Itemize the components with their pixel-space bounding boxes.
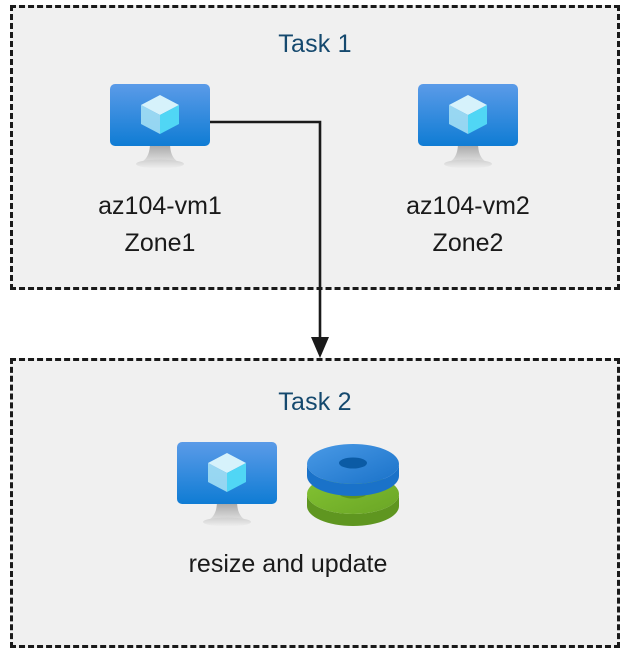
- vm2-label-block: az104-vm2 Zone2: [348, 188, 588, 262]
- node-az104-vm2: az104-vm2 Zone2: [348, 80, 588, 262]
- vm1-name: az104-vm1: [98, 192, 222, 220]
- task-2-title: Task 2: [278, 388, 352, 416]
- virtual-machine-icon: [110, 84, 210, 169]
- task-1-title: Task 1: [278, 30, 352, 58]
- vm2-name: az104-vm2: [406, 192, 530, 220]
- down-arrow-icon: [311, 337, 329, 358]
- vm2-icon-row: [348, 80, 588, 172]
- node-az104-vm1: az104-vm1 Zone1: [40, 80, 280, 262]
- task2-icon-row: [118, 438, 458, 530]
- vm1-label-block: az104-vm1 Zone1: [40, 188, 280, 262]
- disks-icon: [307, 444, 399, 526]
- vm2-zone: Zone2: [432, 229, 504, 257]
- node-resize-and-update: resize and update: [118, 438, 458, 583]
- virtual-machine-icon: [177, 442, 277, 527]
- task2-caption: resize and update: [188, 550, 388, 578]
- vm1-zone: Zone1: [124, 229, 196, 257]
- virtual-machine-icon: [418, 84, 518, 169]
- vm1-icon-row: [40, 80, 280, 172]
- task2-caption-block: resize and update: [118, 546, 458, 583]
- disk-blue: [307, 444, 399, 496]
